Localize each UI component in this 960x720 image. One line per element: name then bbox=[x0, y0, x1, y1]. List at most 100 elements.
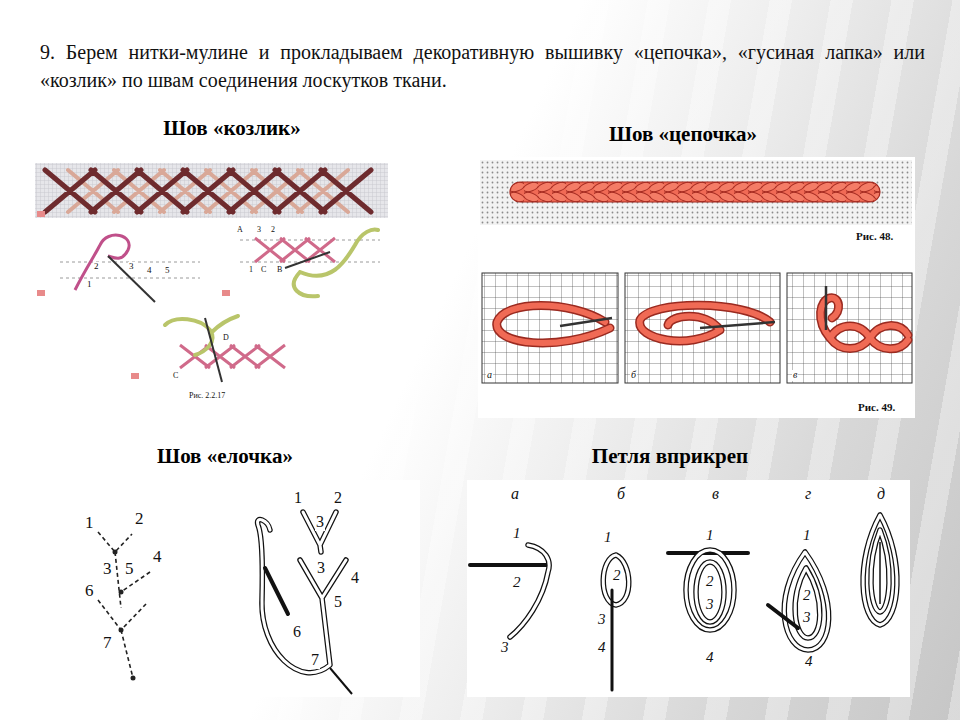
callout-number: в bbox=[711, 486, 720, 503]
panel-heading: Петля вприкреп bbox=[592, 444, 748, 468]
callout-number: 3 bbox=[705, 597, 715, 613]
chain-stitch-figure-part bbox=[825, 286, 828, 330]
chain-stitch-figure-part bbox=[560, 318, 612, 326]
fishbone-stitch-figure-part bbox=[37, 480, 420, 697]
callout-number: C bbox=[260, 266, 267, 274]
panel-heading: Шов «цепочка» bbox=[609, 122, 757, 146]
callout-number: 1 bbox=[84, 514, 95, 532]
herringbone-figure-part bbox=[285, 252, 330, 268]
callout-number: 2 bbox=[270, 226, 276, 234]
callout-number: 1 bbox=[86, 280, 93, 289]
fishbone-stitch-figure-part bbox=[119, 628, 124, 633]
detached-loop-figure-part bbox=[603, 555, 629, 605]
callout-number: 4 bbox=[350, 570, 360, 587]
herringbone-figure-part bbox=[75, 235, 129, 290]
callout-number: 2 bbox=[612, 568, 622, 584]
callout-number: 4 bbox=[705, 650, 715, 666]
callout-number: 5 bbox=[164, 266, 171, 275]
detached-loop-figure-part bbox=[696, 562, 724, 622]
herringbone-figure-part bbox=[37, 290, 45, 296]
callout-number: 5 bbox=[333, 594, 343, 611]
chain-stitch-figure-part bbox=[700, 322, 775, 328]
fishbone-stitch-figure-part bbox=[119, 590, 124, 595]
fishbone-stitch-figure-part bbox=[113, 550, 118, 555]
chain-stitch-figure-part bbox=[787, 273, 912, 383]
callout-number: 3 bbox=[315, 514, 325, 531]
callout-number: 4 bbox=[804, 654, 814, 670]
chain-stitch-figure-part bbox=[510, 182, 880, 202]
detached-loop-figure-part bbox=[686, 550, 734, 630]
callout-number: б bbox=[630, 370, 637, 381]
callout-number: 7 bbox=[102, 634, 113, 652]
stitch-panel: Шов «козлик» bbox=[35, 112, 400, 412]
slide-title: 9. Берем нитки-мулине и прокладываем дек… bbox=[40, 38, 925, 94]
chain-stitch-figure-part bbox=[625, 273, 780, 383]
callout-number: 3 bbox=[102, 560, 113, 578]
detached-loop-figure-part bbox=[510, 545, 549, 637]
figure-caption: Рис. 48. bbox=[855, 231, 894, 243]
herringbone-figure-part bbox=[131, 373, 139, 379]
herringbone-figure-part bbox=[165, 316, 238, 355]
callout-number: 4 bbox=[152, 548, 163, 566]
chain-stitch-figure-part bbox=[821, 298, 908, 349]
fishbone-stitch-figure bbox=[37, 480, 420, 697]
callout-number: 4 bbox=[146, 266, 153, 275]
panel-heading: Шов «елочка» bbox=[157, 444, 293, 468]
callout-number: 6 bbox=[84, 582, 95, 600]
callout-number: 2 bbox=[333, 490, 343, 507]
figure-caption: Рис. 49. bbox=[857, 402, 896, 414]
herringbone-figure bbox=[35, 160, 395, 410]
chain-stitch-figure-part bbox=[497, 306, 610, 343]
callout-number: б bbox=[616, 486, 626, 503]
fishbone-stitch-figure-part bbox=[258, 512, 346, 673]
callout-number: 3 bbox=[256, 226, 262, 234]
detached-loop-figure bbox=[467, 480, 910, 697]
callout-number: 1 bbox=[603, 530, 613, 546]
callout-number: 1 bbox=[293, 490, 303, 507]
callout-number: 5 bbox=[124, 560, 135, 578]
callout-number: 2 bbox=[93, 262, 100, 271]
callout-number: 7 bbox=[310, 652, 320, 669]
callout-number: A bbox=[236, 226, 244, 234]
callout-number: D bbox=[222, 334, 230, 342]
callout-number: 3 bbox=[597, 612, 607, 628]
callout-number: а bbox=[486, 370, 493, 381]
detached-loop-figure-part bbox=[603, 555, 629, 605]
detached-loop-figure-part bbox=[784, 552, 828, 650]
callout-number: г bbox=[804, 486, 812, 503]
herringbone-figure-part bbox=[35, 160, 395, 410]
detached-loop-figure-part bbox=[470, 563, 548, 567]
callout-number: 2 bbox=[512, 575, 522, 591]
callout-number: 2 bbox=[134, 510, 145, 528]
fishbone-stitch-figure-part bbox=[258, 512, 346, 673]
callout-number: 1 bbox=[705, 528, 715, 544]
stitch-panel: Шов «цепочка» bbox=[475, 118, 917, 420]
herringbone-figure-part bbox=[37, 211, 45, 217]
callout-number: 6 bbox=[292, 624, 302, 641]
callout-number: B bbox=[276, 266, 283, 274]
fishbone-stitch-figure-part bbox=[265, 568, 288, 614]
detached-loop-figure-part bbox=[768, 605, 798, 628]
detached-loop-figure-part bbox=[696, 562, 724, 622]
callout-number: 1 bbox=[248, 266, 254, 274]
callout-number: C bbox=[172, 372, 179, 380]
figure-caption: Рис. 2.2.17 bbox=[188, 392, 226, 400]
callout-number: 3 bbox=[128, 262, 135, 271]
herringbone-figure-part bbox=[35, 163, 388, 218]
callout-number: 1 bbox=[512, 526, 522, 542]
herringbone-figure-part bbox=[45, 170, 371, 212]
detached-loop-figure-part bbox=[510, 545, 549, 637]
chain-stitch-figure-part bbox=[821, 298, 908, 349]
callout-number: д bbox=[876, 486, 886, 503]
herringbone-figure-part bbox=[108, 256, 155, 302]
callout-number: 2 bbox=[802, 588, 812, 604]
herringbone-figure-part bbox=[294, 230, 378, 297]
detached-loop-figure-part bbox=[686, 550, 734, 630]
fishbone-stitch-figure-part bbox=[131, 676, 136, 681]
fishbone-stitch-figure-part bbox=[98, 532, 150, 678]
chain-stitch-figure-part bbox=[497, 306, 610, 343]
callout-number: а bbox=[510, 486, 520, 503]
stitch-panel: Шов «елочка» bbox=[35, 440, 422, 699]
